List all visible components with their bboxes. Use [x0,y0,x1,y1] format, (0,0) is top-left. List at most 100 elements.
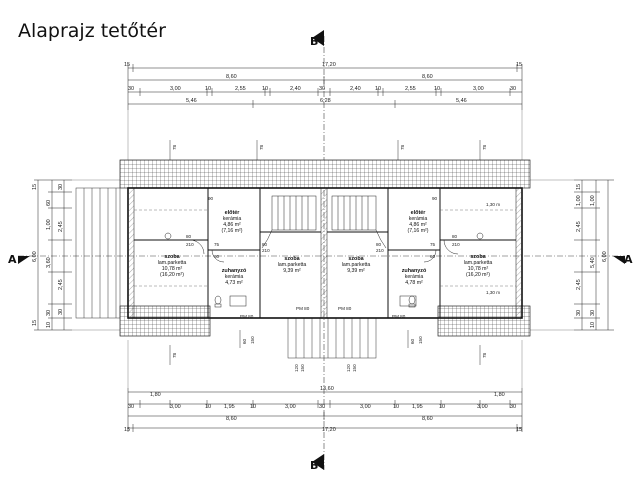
svg-text:lam.parketta: lam.parketta [342,262,371,268]
svg-text:1,00: 1,00 [46,219,52,230]
dim-top-row4-left: 5,46 [186,98,197,104]
svg-text:10: 10 [250,404,256,410]
svg-text:2,40: 2,40 [290,86,301,92]
svg-text:15: 15 [32,320,38,326]
svg-text:2,45: 2,45 [58,279,64,290]
svg-text:3,00: 3,00 [473,86,484,92]
svg-text:szoba: szoba [284,256,300,262]
dims-left [34,179,72,331]
svg-text:120: 120 [294,364,299,372]
dormer-ticks-bottom [169,330,481,365]
svg-text:1,95: 1,95 [224,404,235,410]
svg-text:30: 30 [590,310,596,316]
svg-text:PM 80: PM 80 [392,314,406,319]
svg-text:3,00: 3,00 [170,86,181,92]
dim-bottom-edge-right: 15 [516,427,522,433]
dim-top-row3: 30 3,00 10 2,55 10 2,40 30 2,40 10 2,55 … [128,86,516,92]
svg-text:15: 15 [576,184,582,190]
room-label-shower-right: zuhanyzó kerámia 4,78 m² [402,268,427,286]
door-swings [189,239,459,263]
svg-text:10: 10 [262,86,268,92]
svg-text:30: 30 [128,86,134,92]
svg-text:4,86 m²: 4,86 m² [223,222,241,228]
dims-top [127,64,523,110]
room-label-room-mid-left: szoba lam.parketta 9,39 m² [278,256,307,274]
dim-bottom-row3: 30 3,00 10 1,95 10 3,00 30 3,00 10 1,95 … [128,404,516,410]
svg-text:10: 10 [205,404,211,410]
svg-text:1,00: 1,00 [576,195,582,206]
room-label-room-far-right: szoba lam.parketta 10,78 m² (16,20 m²) [464,254,493,278]
svg-text:3,00: 3,00 [170,404,181,410]
svg-text:150: 150 [250,336,255,344]
svg-text:30: 30 [58,184,64,190]
dim-bottom-right-180: 1,80 [494,392,505,398]
section-b-top-label: B [310,35,318,48]
svg-text:60: 60 [242,338,247,344]
dim-top-edge-right: 15 [516,62,522,68]
svg-text:150: 150 [352,364,357,372]
pm-right: PM 80 [338,306,352,311]
svg-text:(16,20 m²): (16,20 m²) [466,272,490,278]
svg-text:zuhanyzó: zuhanyzó [402,268,427,274]
section-b-bottom-label: B [310,459,318,472]
svg-text:szoba: szoba [348,256,364,262]
dim-right-labels: 15 1,00 1,00 2,45 5,40 6,00 2,45 30 30 1… [576,184,608,328]
svg-text:előtér: előtér [225,210,241,216]
left-terrace [75,187,121,319]
room-label-foyer-left: előtér kerámia 4,86 m² (7,16 m²) [221,210,242,234]
svg-text:75: 75 [430,242,436,247]
pm-left: PM 80 [296,306,310,311]
dims-right [574,179,614,331]
svg-text:3,60: 3,60 [46,257,52,268]
svg-text:2,45: 2,45 [58,221,64,232]
svg-text:kerámia: kerámia [409,216,428,222]
section-b-bottom-arrow [312,454,324,470]
dim-bottom-half-left: 8,60 [226,416,237,422]
svg-text:6,00: 6,00 [602,251,608,262]
dim-bottom-left-180: 1,80 [150,392,161,398]
svg-text:5,40: 5,40 [590,257,596,268]
svg-text:(16,20 m²): (16,20 m²) [160,272,184,278]
svg-text:lam.parketta: lam.parketta [278,262,307,268]
svg-text:4,78 m²: 4,78 m² [405,280,423,286]
svg-text:1,95: 1,95 [412,404,423,410]
dim-top-edge-left: 15 [124,62,130,68]
svg-text:PM 80: PM 80 [240,314,254,319]
svg-text:kerámia: kerámia [225,274,244,280]
svg-text:15: 15 [32,184,38,190]
svg-text:150: 150 [418,336,423,344]
dim-bottom-total: 13,60 [320,386,334,392]
svg-text:78: 78 [172,352,177,358]
dormer-ticks-top [169,140,481,160]
svg-text:10: 10 [439,404,445,410]
kneewall-lines [134,209,516,287]
svg-text:szoba: szoba [470,254,486,260]
dim-bottom-edge-left: 15 [124,427,130,433]
svg-text:78: 78 [482,352,487,358]
svg-text:60: 60 [410,338,415,344]
svg-text:2,55: 2,55 [235,86,246,92]
svg-text:10,78 m²: 10,78 m² [468,266,489,272]
svg-text:90: 90 [432,196,438,201]
svg-text:9,39 m²: 9,39 m² [283,268,301,274]
dim-top-half-right: 8,60 [422,74,433,80]
svg-text:80: 80 [376,242,382,247]
svg-text:2,45: 2,45 [576,221,582,232]
room-label-foyer-right: előtér kerámia 4,86 m² (7,16 m²) [407,210,428,234]
svg-text:78: 78 [482,144,487,150]
svg-text:78: 78 [400,144,405,150]
svg-text:10: 10 [590,322,596,328]
svg-text:10: 10 [375,86,381,92]
svg-text:3,00: 3,00 [477,404,488,410]
svg-text:10: 10 [46,322,52,328]
svg-text:3,00: 3,00 [285,404,296,410]
svg-text:előtér: előtér [411,210,427,216]
svg-text:90: 90 [208,196,214,201]
dim-bottom-full: 17,20 [322,427,336,433]
staircase-right [331,195,387,249]
dim-left-labels: 15 60 30 2,45 1,00 3,60 2,45 30 15 6,00 … [32,184,64,328]
svg-text:30: 30 [319,86,325,92]
svg-text:80: 80 [186,234,192,239]
room-label-room-far-left: szoba lam.parketta 10,78 m² (16,20 m²) [158,254,187,278]
